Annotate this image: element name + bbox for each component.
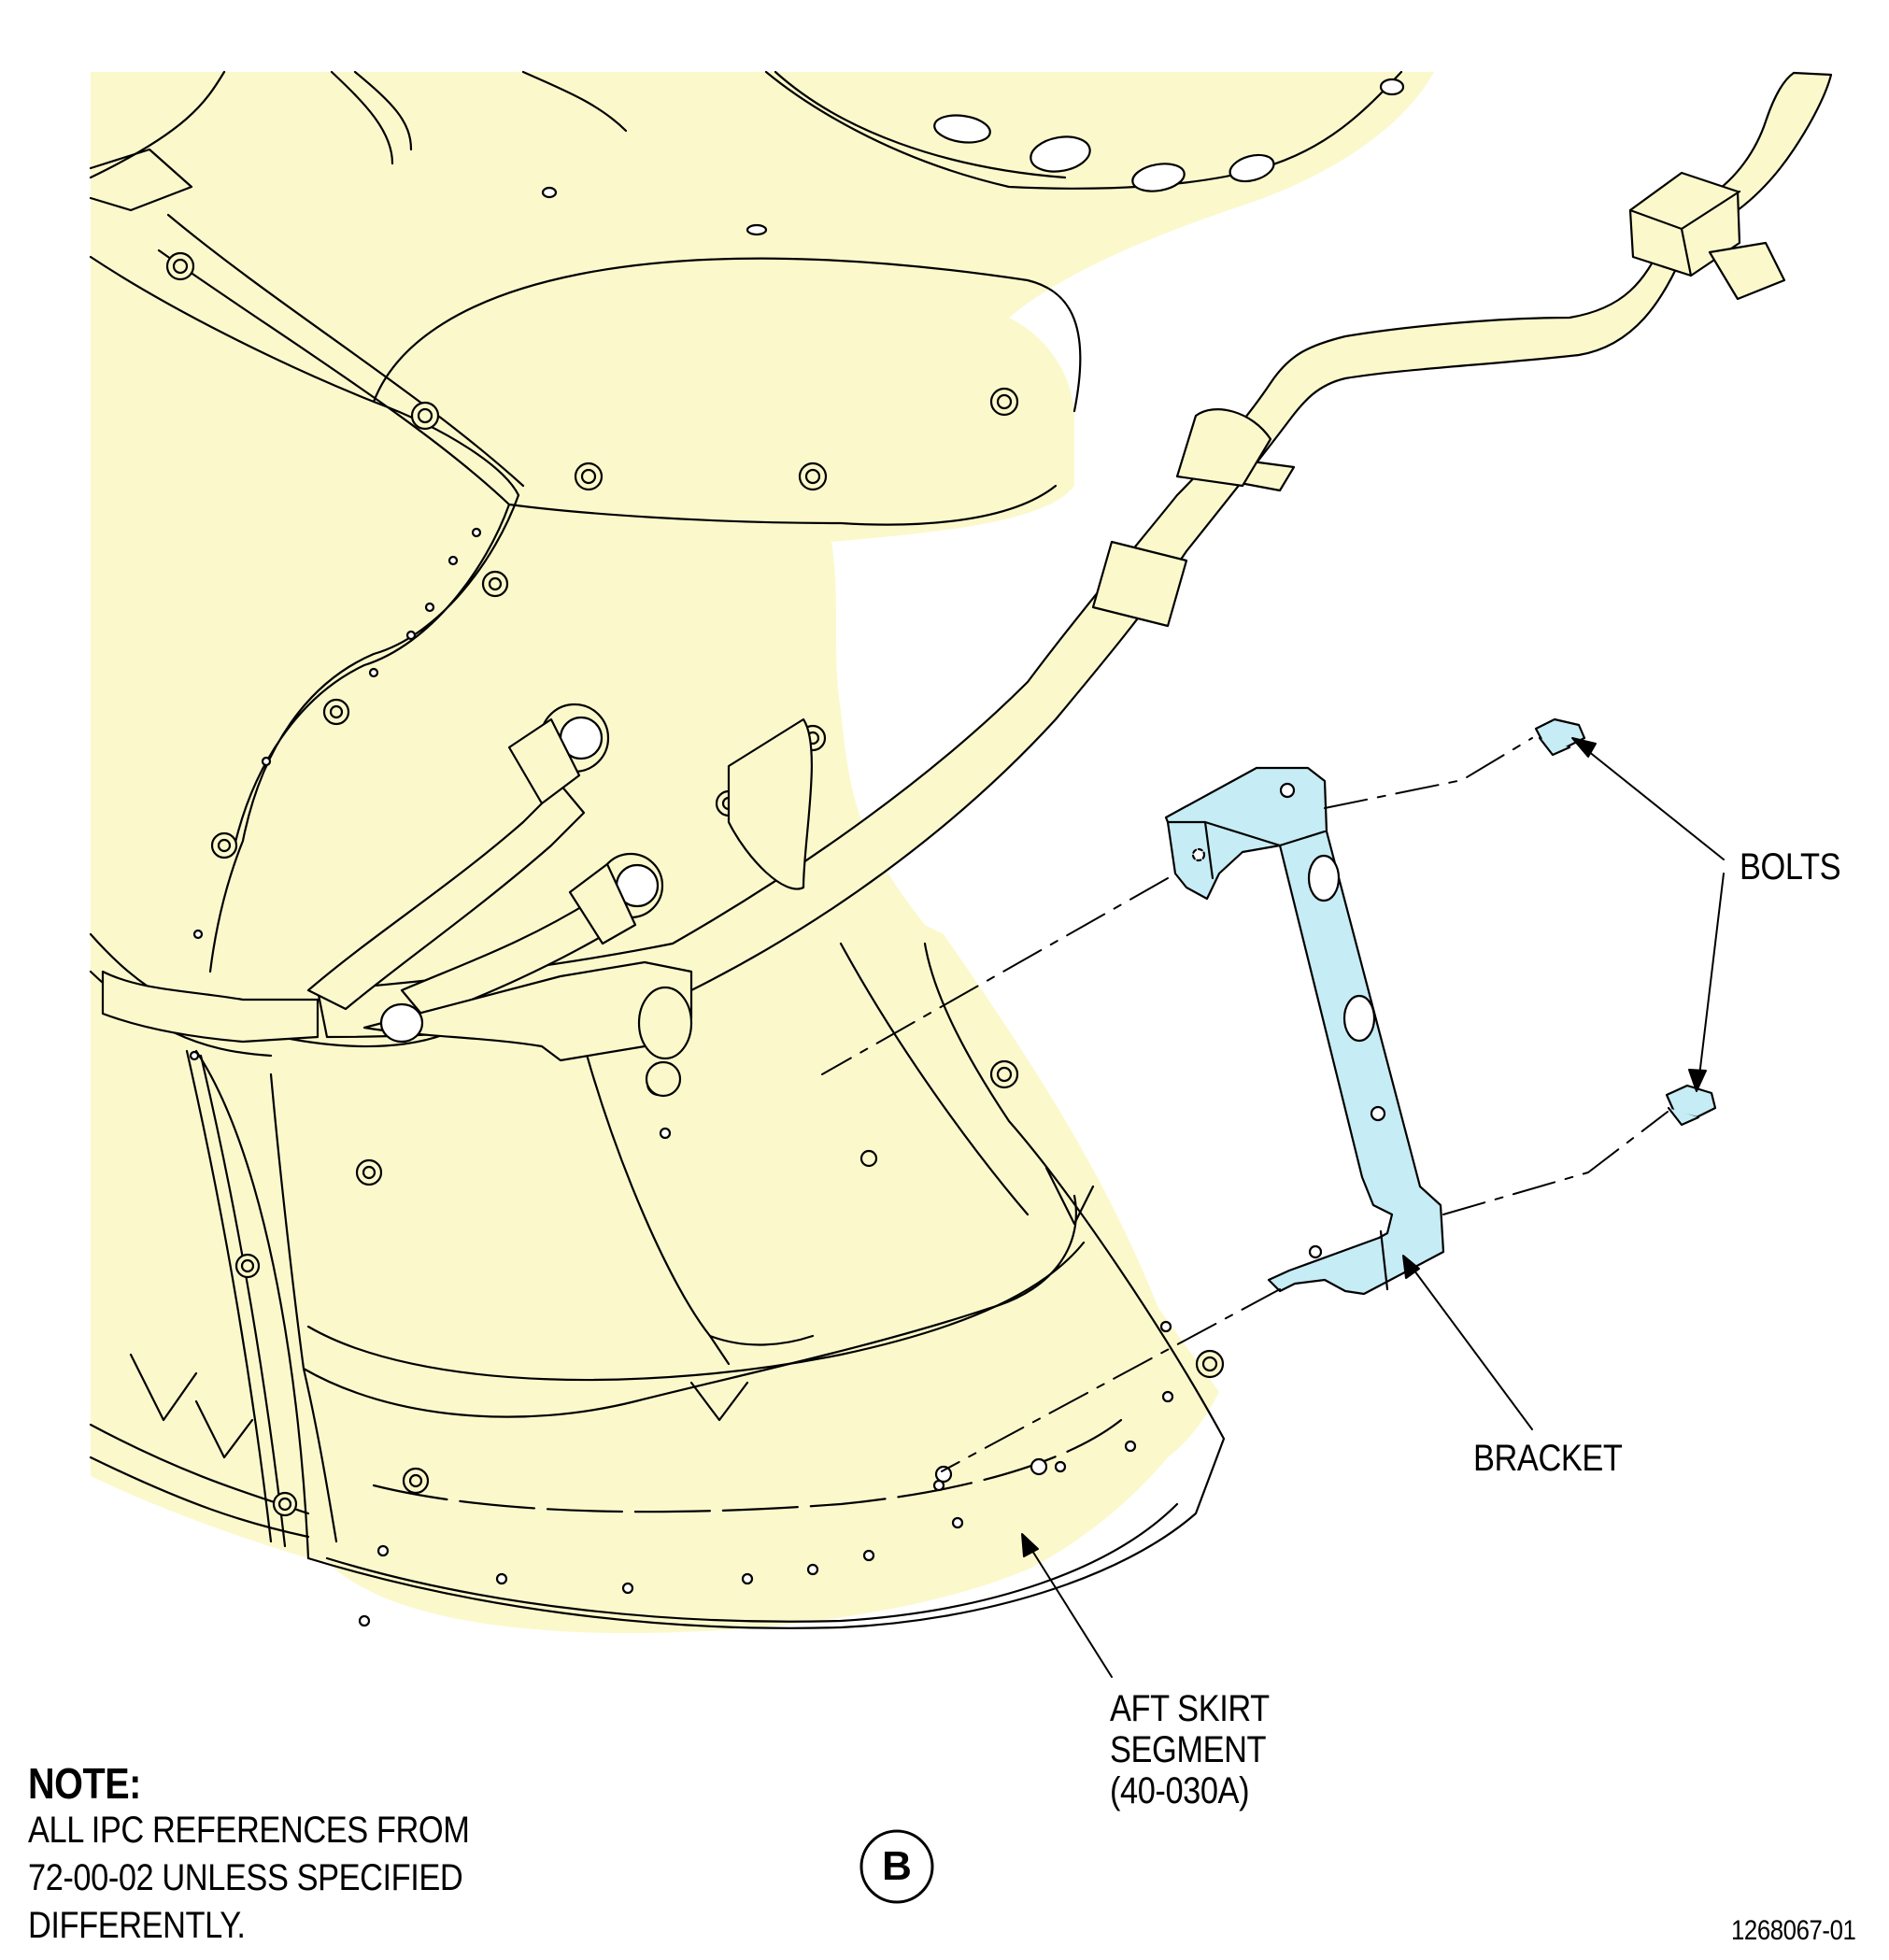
bolt-upper (1534, 717, 1586, 757)
aft-skirt-line-3: (40-030A) (1110, 1770, 1250, 1811)
aft-skirt-line-2: SEGMENT (1110, 1729, 1267, 1770)
top-ring-outline (764, 70, 1403, 190)
tube-ports (379, 703, 693, 1098)
figure-number: 1268067-01 (1731, 1915, 1856, 1946)
view-reference-letter: B (882, 1843, 912, 1889)
aft-skirt-segment (194, 942, 1226, 1629)
note-body: ALL IPC REFERENCES FROM 72-00-02 UNLESS … (28, 1809, 470, 1952)
upper-housing-outline (89, 70, 1082, 497)
bracket-slot-lower (1342, 994, 1376, 1043)
rivet-holes (189, 527, 1174, 1627)
bracket-callout: BRACKET (1473, 1438, 1623, 1479)
top-ports (541, 78, 1405, 236)
bolts-callout: BOLTS (1740, 846, 1841, 888)
leader-lines (1021, 737, 1725, 1678)
bracket-slot-upper (1307, 854, 1341, 902)
upper-flange-outline (157, 213, 1058, 526)
note-heading: NOTE: (28, 1759, 141, 1808)
assembly-centerlines (821, 737, 1669, 1472)
mid-section-outline (208, 493, 520, 973)
note-line-1: ALL IPC REFERENCES FROM (28, 1810, 470, 1851)
bracket-part (1164, 766, 1445, 1296)
nut-fasteners (165, 251, 1225, 1517)
note-line-3: DIFFERENTLY. (28, 1905, 246, 1946)
aft-skirt-callout: AFT SKIRT SEGMENT (40-030A) (1110, 1687, 1270, 1811)
view-reference-circle (859, 1829, 934, 1904)
bolt-lower (1665, 1084, 1717, 1127)
aft-skirt-line-1: AFT SKIRT (1110, 1688, 1270, 1729)
note-line-2: 72-00-02 UNLESS SPECIFIED (28, 1857, 463, 1898)
gusset-plate (727, 717, 813, 890)
tube-assembly (101, 71, 1833, 1098)
